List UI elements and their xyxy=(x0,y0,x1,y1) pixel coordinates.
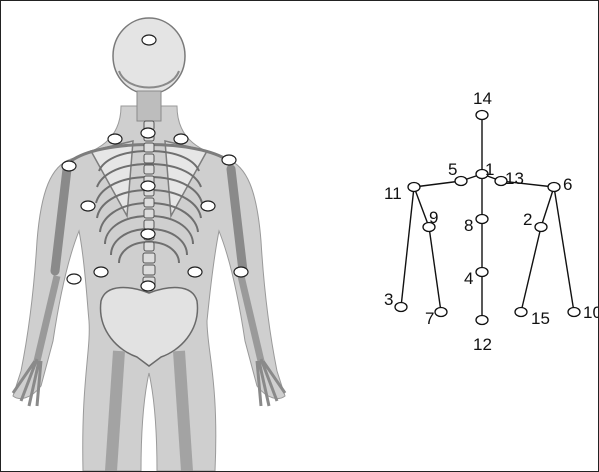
edge-6-2 xyxy=(541,187,554,227)
node-marker-10 xyxy=(568,308,580,317)
node-marker-12 xyxy=(476,316,488,325)
edge-11-3 xyxy=(401,187,414,307)
node-marker-2 xyxy=(535,223,547,232)
body-marker-right-elbow xyxy=(234,267,248,277)
edge-5-11 xyxy=(414,181,461,187)
body-marker-right-scapula xyxy=(201,201,215,211)
stick-figure-nodes xyxy=(395,111,580,325)
left-femur xyxy=(111,351,119,471)
edge-2-15 xyxy=(521,227,541,312)
node-marker-3 xyxy=(395,303,407,312)
body-marker-right-shoulder xyxy=(174,134,188,144)
edge-6-10 xyxy=(554,187,574,312)
node-marker-11 xyxy=(408,183,420,192)
node-label-14: 14 xyxy=(473,89,492,108)
body-marker-right-acromion xyxy=(222,155,236,165)
body-marker-lower-back xyxy=(141,229,155,239)
node-marker-7 xyxy=(435,308,447,317)
node-label-4: 4 xyxy=(464,269,473,288)
body-marker-mid-back xyxy=(141,181,155,191)
node-label-2: 2 xyxy=(523,210,532,229)
node-marker-15 xyxy=(515,308,527,317)
node-marker-8 xyxy=(476,215,488,224)
body-marker-right-hip xyxy=(188,267,202,277)
body-marker-neck xyxy=(141,128,155,138)
edge-11-9 xyxy=(414,187,429,227)
skull xyxy=(113,18,185,94)
node-label-9: 9 xyxy=(429,208,438,227)
node-label-8: 8 xyxy=(464,216,473,235)
body-marker-left-elbow xyxy=(67,274,81,284)
body-marker-sacrum xyxy=(141,281,155,291)
node-label-3: 3 xyxy=(384,290,393,309)
node-label-5: 5 xyxy=(448,160,457,179)
node-marker-14 xyxy=(476,111,488,120)
body-marker-left-scapula xyxy=(81,201,95,211)
node-marker-6 xyxy=(548,183,560,192)
spine xyxy=(143,121,155,287)
node-label-12: 12 xyxy=(473,335,492,354)
body-marker-head xyxy=(142,35,156,45)
neck xyxy=(137,91,161,121)
node-label-13: 13 xyxy=(505,169,524,188)
skeleton-back-illustration xyxy=(13,18,285,471)
node-marker-4 xyxy=(476,268,488,277)
body-marker-left-shoulder xyxy=(108,134,122,144)
node-label-7: 7 xyxy=(425,309,434,328)
body-marker-left-hip xyxy=(94,267,108,277)
edge-9-7 xyxy=(429,227,441,312)
node-label-15: 15 xyxy=(531,309,550,328)
stick-figure-labels: 123456789101112131415 xyxy=(384,89,598,354)
node-label-1: 1 xyxy=(485,160,494,179)
node-label-10: 10 xyxy=(583,303,598,322)
node-label-6: 6 xyxy=(563,175,572,194)
node-label-11: 11 xyxy=(384,184,402,203)
right-femur xyxy=(179,351,187,471)
body-marker-left-acromion xyxy=(62,161,76,171)
